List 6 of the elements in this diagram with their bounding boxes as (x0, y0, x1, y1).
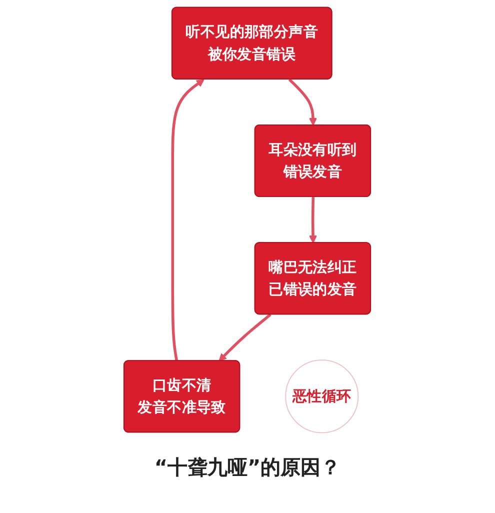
arrow (218, 314, 272, 362)
arrow (171, 79, 205, 362)
footer-heading: “十聋九哑”的原因？ (154, 454, 341, 481)
arrow (309, 197, 318, 244)
node-circle: 恶性循环 (285, 360, 359, 434)
arrow (288, 78, 318, 126)
